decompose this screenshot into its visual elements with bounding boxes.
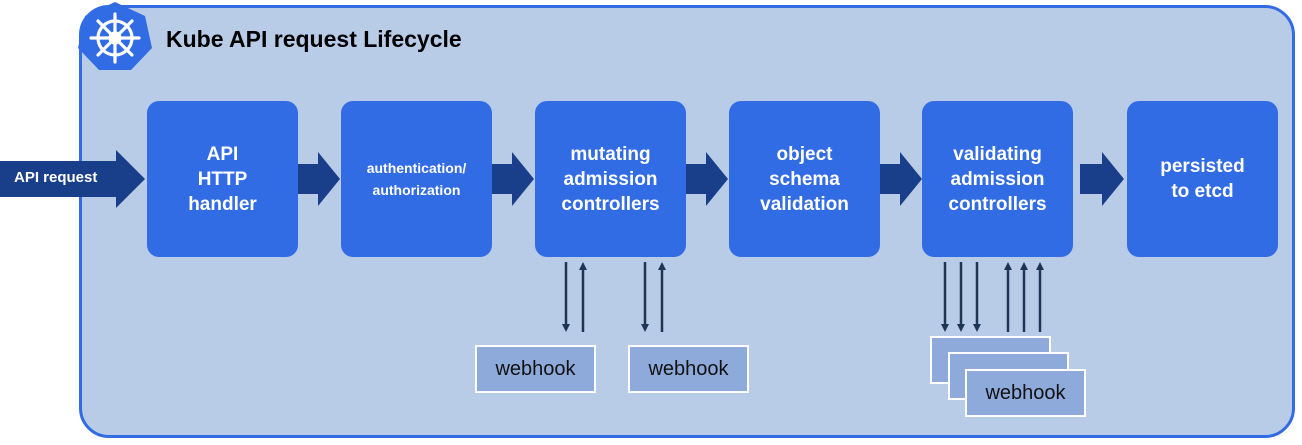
api-request-label: API request	[14, 169, 98, 186]
stage-authentication-authorization: authentication/authorization	[341, 101, 492, 257]
flow-arrow-5	[1080, 152, 1124, 206]
kubernetes-helm-icon	[78, 2, 152, 70]
flow-arrow-1	[298, 152, 340, 206]
api-request-arrow	[0, 150, 145, 208]
diagram-title: Kube API request Lifecycle	[166, 26, 462, 52]
webhook-validating: webhook	[965, 369, 1086, 417]
webhook-mutating-2: webhook	[628, 345, 749, 393]
flow-arrow-2	[492, 152, 534, 206]
webhook-mutating-1: webhook	[475, 345, 596, 393]
flow-arrow-4	[880, 152, 922, 206]
flow-arrow-3	[686, 152, 728, 206]
